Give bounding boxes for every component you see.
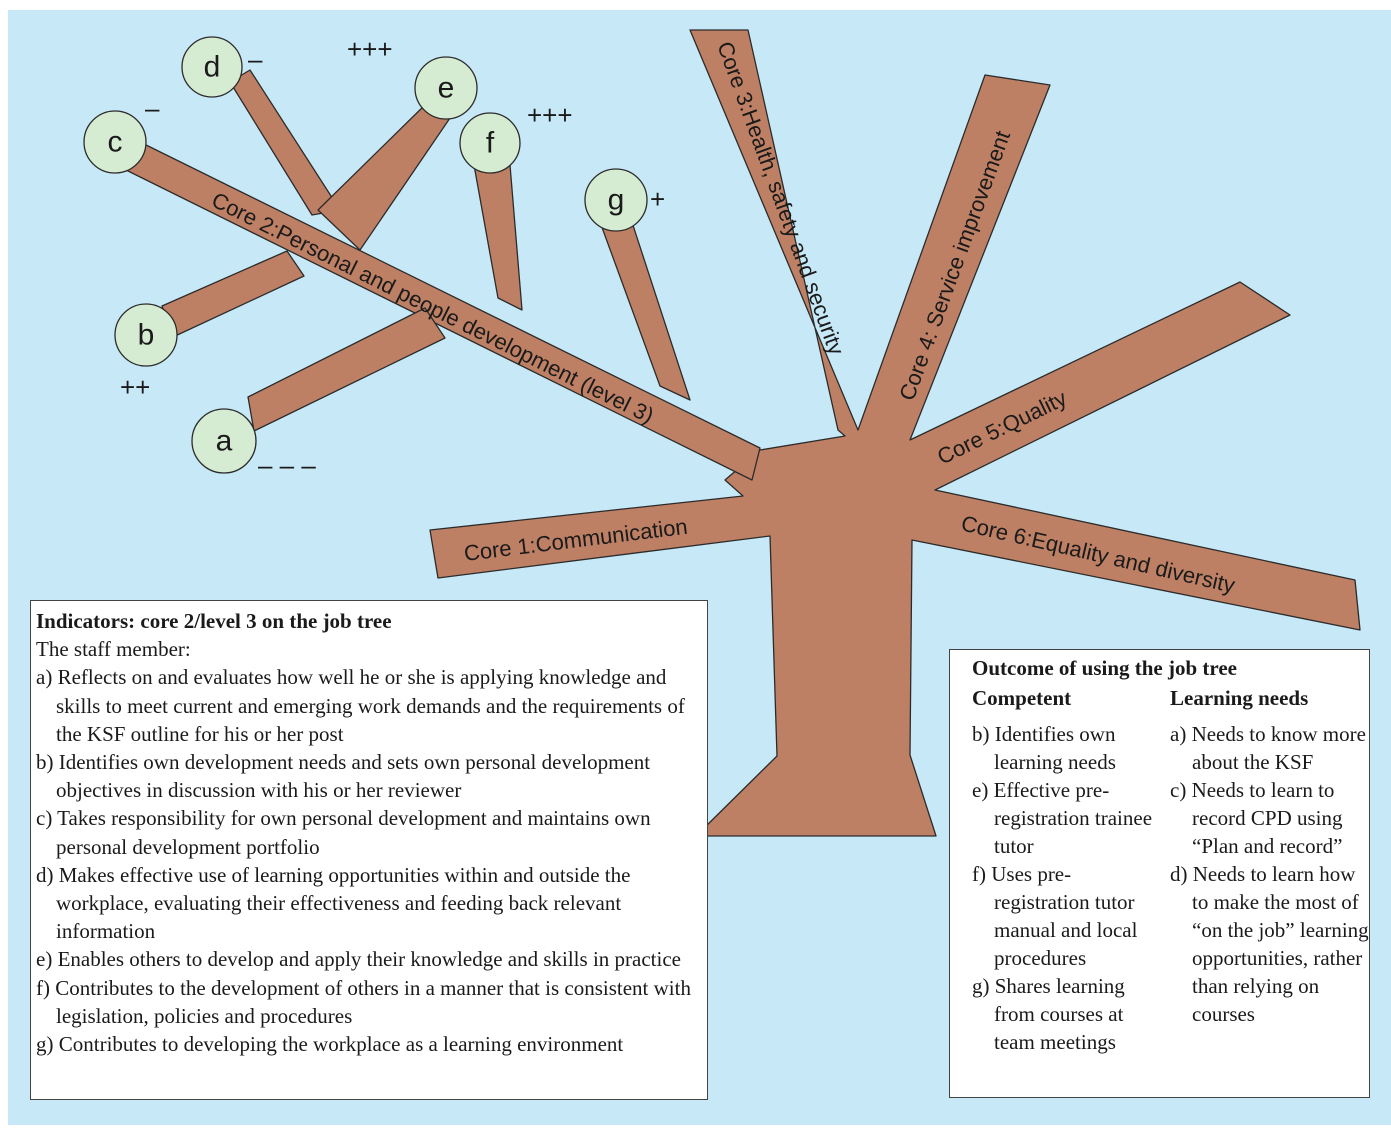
node-c-letter: c xyxy=(108,126,123,159)
learning-needs-column: Learning needs a) Needs to know more abo… xyxy=(1170,684,1370,1028)
node-e-letter: e xyxy=(438,72,455,105)
node-g-circle xyxy=(584,168,648,232)
indicators-panel: Indicators: core 2/level 3 on the job tr… xyxy=(30,600,708,1100)
node-c: c – xyxy=(83,93,160,174)
node-b: b ++ xyxy=(114,303,178,402)
node-e-rating: +++ xyxy=(347,34,393,64)
indicators-title: Indicators: core 2/level 3 on the job tr… xyxy=(36,609,392,633)
node-d: d – xyxy=(181,36,263,98)
node-g-rating: + xyxy=(650,184,665,214)
node-c-circle xyxy=(83,110,147,174)
node-c-rating: – xyxy=(145,93,160,123)
learning-needs-heading: Learning needs xyxy=(1170,686,1309,710)
indicator-item-d: d) Makes effective use of learning oppor… xyxy=(36,862,631,944)
node-e-circle xyxy=(414,56,478,120)
node-d-rating: – xyxy=(248,44,263,74)
indicator-item-g: g) Contributes to developing the workpla… xyxy=(36,1032,624,1057)
node-f-circle xyxy=(459,112,521,174)
tree-trunk-and-main-branches xyxy=(429,29,1361,837)
node-d-circle xyxy=(181,36,243,98)
node-g-letter: g xyxy=(608,184,625,217)
indicator-item-a: a) Reflects on and evaluates how well he… xyxy=(36,665,685,746)
node-b-circle xyxy=(114,303,178,367)
node-a-letter: a xyxy=(216,425,233,458)
competent-item-e: e) Effective pre-registration trainee tu… xyxy=(972,778,1153,858)
node-e: e +++ xyxy=(347,34,478,120)
node-a-circle xyxy=(191,408,257,474)
competent-item-g: g) Shares learning from courses at team … xyxy=(972,974,1125,1054)
node-f-letter: f xyxy=(486,127,495,160)
node-d-letter: d xyxy=(204,51,221,84)
node-b-rating: ++ xyxy=(120,372,150,402)
node-f-rating: +++ xyxy=(527,100,573,130)
indicator-item-e: e) Enables others to develop and apply t… xyxy=(36,947,681,972)
competency-nodes: a – – – b ++ c – d – e +++ f +++ xyxy=(83,34,665,480)
outcome-title: Outcome of using the job tree xyxy=(972,656,1237,680)
indicator-item-c: c) Takes responsibility for own personal… xyxy=(36,806,651,859)
node-g: g + xyxy=(584,168,665,232)
indicators-intro: The staff member: xyxy=(36,637,191,662)
competent-item-f: f) Uses pre-registration tutor manual an… xyxy=(972,862,1138,970)
learning-item-d: d) Needs to learn how to make the most o… xyxy=(1170,862,1369,1026)
outcome-panel: Outcome of using the job tree Competent … xyxy=(949,649,1370,1098)
learning-item-c: c) Needs to learn to record CPD using “P… xyxy=(1170,778,1343,858)
indicator-item-b: b) Identifies own development needs and … xyxy=(36,750,651,803)
competent-item-b: b) Identifies own learning needs xyxy=(972,722,1116,774)
node-f: f +++ xyxy=(459,100,573,174)
competent-column: Competent b) Identifies own learning nee… xyxy=(972,684,1162,1056)
node-b-letter: b xyxy=(138,319,155,352)
indicator-item-f: f) Contributes to the development of oth… xyxy=(36,975,691,1028)
node-a-rating: – – – xyxy=(258,450,316,480)
node-a: a – – – xyxy=(191,408,316,480)
twig-a xyxy=(247,307,446,432)
tree-body xyxy=(119,29,1361,837)
competent-heading: Competent xyxy=(972,686,1072,710)
learning-item-a: a) Needs to know more about the KSF xyxy=(1170,722,1366,774)
